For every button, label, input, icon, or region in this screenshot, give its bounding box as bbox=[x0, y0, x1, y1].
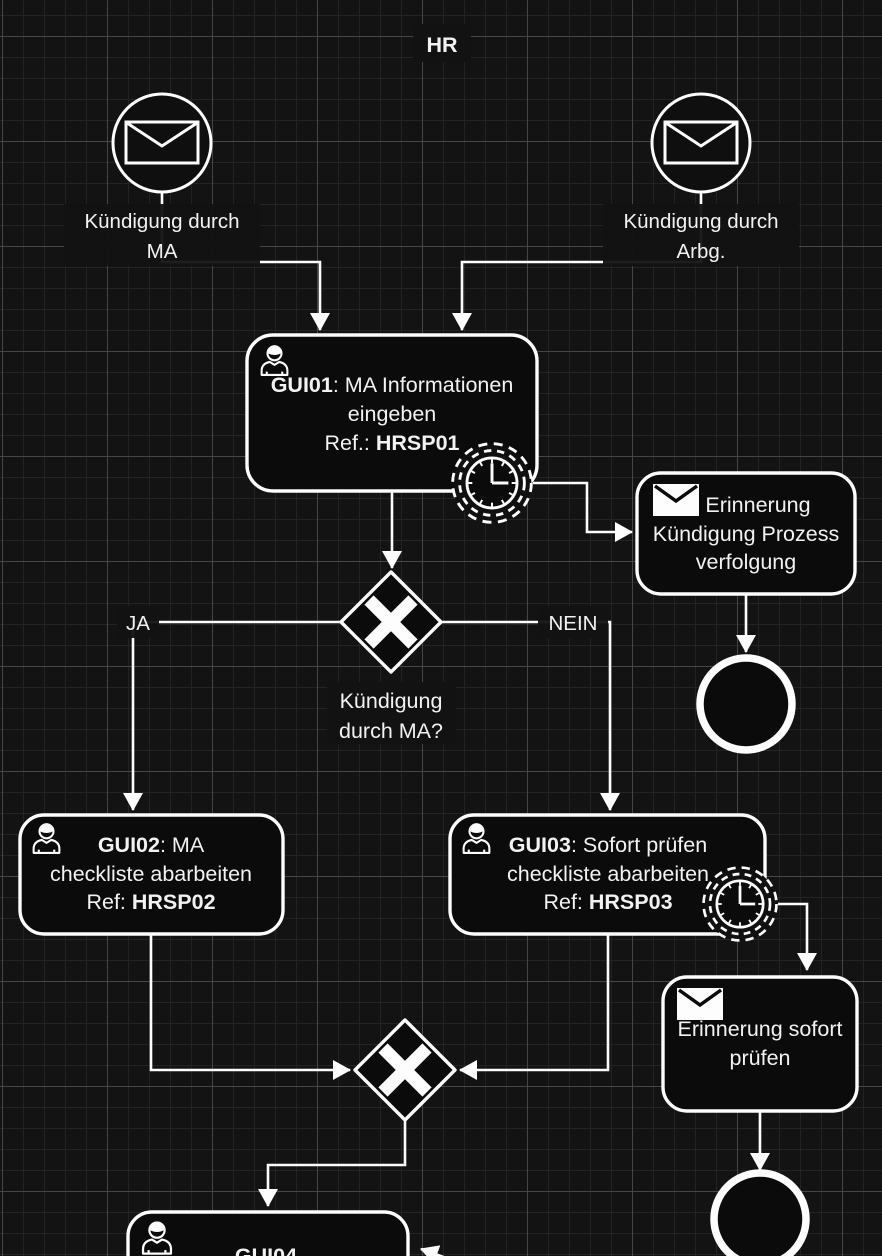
gateway-kuendigung-durch-ma[interactable] bbox=[339, 570, 443, 674]
end-event-1[interactable] bbox=[696, 654, 796, 754]
task-gui01-line1: GUI01: MA Informationen bbox=[271, 373, 514, 397]
task-gui04-partial[interactable]: GUI04 bbox=[126, 1210, 410, 1256]
message-icon bbox=[124, 120, 200, 165]
nodes: GUI01: MA Informationen eingeben Ref.: H… bbox=[18, 92, 859, 1256]
task-gui03-ref: Ref: HRSP03 bbox=[543, 890, 672, 914]
gateway-question-line2: durch MA? bbox=[339, 719, 443, 743]
ja-label-bg bbox=[117, 606, 159, 638]
ja-label: JA bbox=[126, 612, 150, 635]
lane-label-hr: HR bbox=[426, 33, 458, 57]
erinnerung-prozess-line2: Kündigung Prozess bbox=[653, 522, 839, 546]
start-arbg-label-line2: Arbg. bbox=[677, 240, 726, 263]
message-icon bbox=[663, 120, 739, 165]
start-ma-label-line1: Kündigung durch bbox=[84, 210, 239, 233]
flow-ja-to-gui02[interactable] bbox=[123, 620, 341, 811]
task-erinnerung-prozess[interactable]: Erinnerung Kündigung Prozess verfolgung bbox=[635, 471, 857, 596]
task-erinnerung-sofort[interactable]: Erinnerung sofort prüfen bbox=[661, 975, 859, 1113]
erinnerung-prozess-line3: verfolgung bbox=[696, 550, 796, 574]
start-ma-label-bg bbox=[64, 204, 260, 266]
task-gui02-line1: GUI02: MA bbox=[98, 833, 205, 857]
task-gui02-ref: Ref: HRSP02 bbox=[86, 890, 215, 914]
start-arbg-label-bg bbox=[603, 204, 799, 266]
task-gui01[interactable]: GUI01: MA Informationen eingeben Ref.: H… bbox=[245, 333, 539, 493]
xor-icon bbox=[364, 595, 418, 649]
task-gui03-line2: checkliste abarbeiten bbox=[507, 862, 709, 886]
task-gui03-line1: GUI03: Sofort prüfen bbox=[509, 833, 707, 857]
task-gui01-ref: Ref.: HRSP01 bbox=[324, 431, 459, 455]
start-event-kuendigung-ma[interactable] bbox=[111, 92, 213, 194]
start-arbg-label-line1: Kündigung durch bbox=[623, 210, 778, 233]
task-gui04-id: GUI04 bbox=[235, 1244, 297, 1256]
gateway-question-line1: Kündigung bbox=[340, 689, 443, 713]
flow-nein-to-gui03[interactable] bbox=[441, 620, 620, 811]
labels: HR Kündigung durch MA Kündigung durch Ar… bbox=[64, 24, 799, 744]
erinnerung-sofort-line2: prüfen bbox=[730, 1046, 791, 1070]
boundary-timer-event-gui01[interactable] bbox=[451, 442, 533, 524]
flow-timer1-to-erinnerung-prozess[interactable] bbox=[533, 481, 633, 542]
start-event-kuendigung-arbg[interactable] bbox=[650, 92, 752, 194]
task-gui01-line2: eingeben bbox=[348, 402, 436, 426]
gateway-question-bg bbox=[327, 682, 456, 744]
nein-label-bg bbox=[538, 606, 608, 638]
end-event-2[interactable] bbox=[710, 1169, 810, 1256]
gateway-merge[interactable] bbox=[353, 1018, 457, 1122]
xor-icon bbox=[378, 1043, 432, 1097]
lane-label-bg bbox=[413, 24, 471, 62]
flow-into-gui04-right[interactable] bbox=[420, 1245, 449, 1256]
start-ma-label-line2: MA bbox=[147, 240, 178, 263]
task-gui03[interactable]: GUI03: Sofort prüfen checkliste abarbeit… bbox=[448, 813, 767, 936]
nein-label: NEIN bbox=[549, 612, 598, 635]
send-message-icon bbox=[653, 484, 699, 516]
task-gui02-line2: checkliste abarbeiten bbox=[50, 862, 252, 886]
flow-merge-gateway-to-gui04[interactable] bbox=[258, 1120, 407, 1207]
task-gui02[interactable]: GUI02: MA checkliste abarbeiten Ref: HRS… bbox=[18, 813, 285, 936]
boundary-timer-event-gui03[interactable] bbox=[702, 866, 778, 942]
send-message-icon bbox=[677, 988, 723, 1020]
erinnerung-prozess-line1: Erinnerung bbox=[705, 493, 810, 517]
flow-gui02-to-merge-gateway[interactable] bbox=[149, 934, 351, 1080]
flow-gui03-to-merge-gateway[interactable] bbox=[459, 934, 610, 1080]
flow-timer2-to-erinnerung-sofort[interactable] bbox=[778, 902, 817, 971]
erinnerung-sofort-line1: Erinnerung sofort bbox=[678, 1017, 843, 1041]
